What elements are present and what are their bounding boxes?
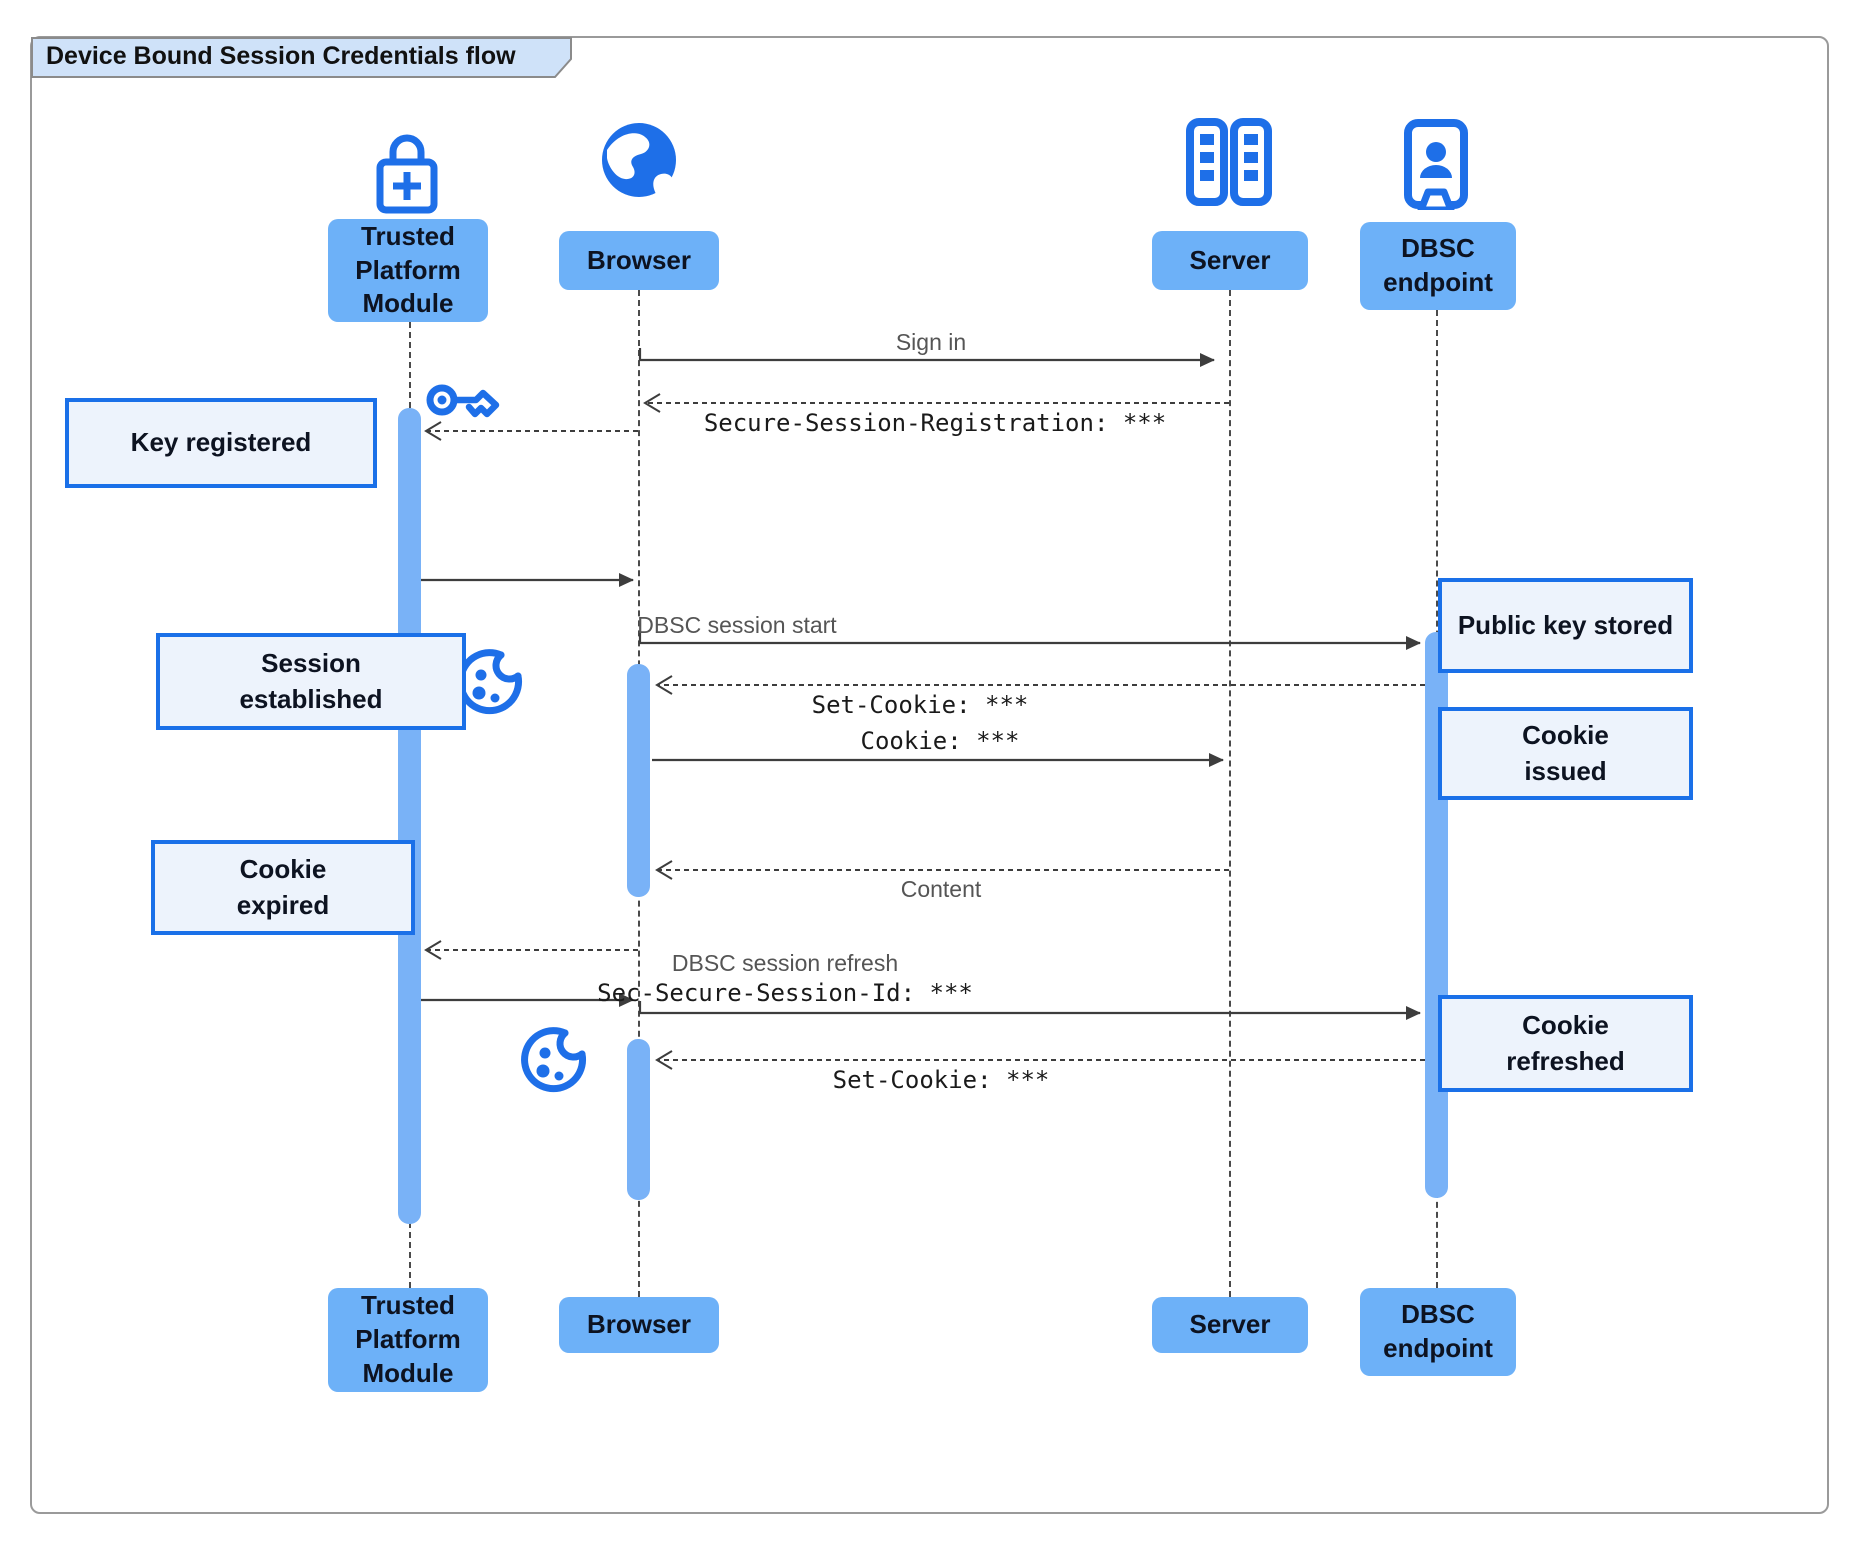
diagram-frame <box>30 36 1829 1514</box>
note-cookie-refreshed: Cookie refreshed <box>1438 995 1693 1092</box>
label-dbsc-session-start: DBSC session start <box>637 612 837 638</box>
note-public-key-stored: Public key stored <box>1438 578 1693 673</box>
title-tab-shape <box>31 37 572 78</box>
actor-top-dbsc: DBSC endpoint <box>1360 222 1516 310</box>
label-set-cookie-1: Set-Cookie: *** <box>811 691 1029 719</box>
server-racks-icon <box>1186 118 1272 206</box>
diagram-title: Device Bound Session Credentials flow <box>46 42 516 70</box>
actor-top-browser: Browser <box>559 231 719 290</box>
note-cookie-expired: Cookie expired <box>151 840 415 935</box>
actor-bottom-browser: Browser <box>559 1297 719 1353</box>
globe-icon <box>602 123 676 197</box>
activation-browser-2 <box>627 1039 650 1200</box>
cookie-icon <box>521 1027 587 1093</box>
actor-top-server: Server <box>1152 231 1308 290</box>
label-set-cookie-2: Set-Cookie: *** <box>832 1066 1050 1094</box>
activation-browser-1 <box>627 664 650 897</box>
actor-top-tpm: Trusted Platform Module <box>328 219 488 322</box>
note-session-established: Session established <box>156 633 466 730</box>
key-icon <box>426 384 500 418</box>
actor-bottom-dbsc: DBSC endpoint <box>1360 1288 1516 1376</box>
activation-tpm <box>398 408 421 1224</box>
label-sign-in: Sign in <box>895 329 967 355</box>
actor-bottom-server: Server <box>1152 1297 1308 1353</box>
cookie-icon <box>457 649 523 715</box>
label-sec-secure-session-id: Sec-Secure-Session-Id: *** <box>597 979 973 1007</box>
lock-plus-icon <box>376 134 438 214</box>
note-key-registered: Key registered <box>65 398 377 488</box>
label-cookie: Cookie: *** <box>860 727 1020 755</box>
note-cookie-issued: Cookie issued <box>1438 707 1693 800</box>
lifeline-server <box>1229 290 1231 1297</box>
label-secure-session-registration: Secure-Session-Registration: *** <box>703 409 1167 437</box>
label-dbsc-session-refresh: DBSC session refresh <box>671 950 899 976</box>
badge-person-icon <box>1404 119 1468 210</box>
actor-bottom-tpm: Trusted Platform Module <box>328 1288 488 1392</box>
label-content: Content <box>900 876 982 902</box>
